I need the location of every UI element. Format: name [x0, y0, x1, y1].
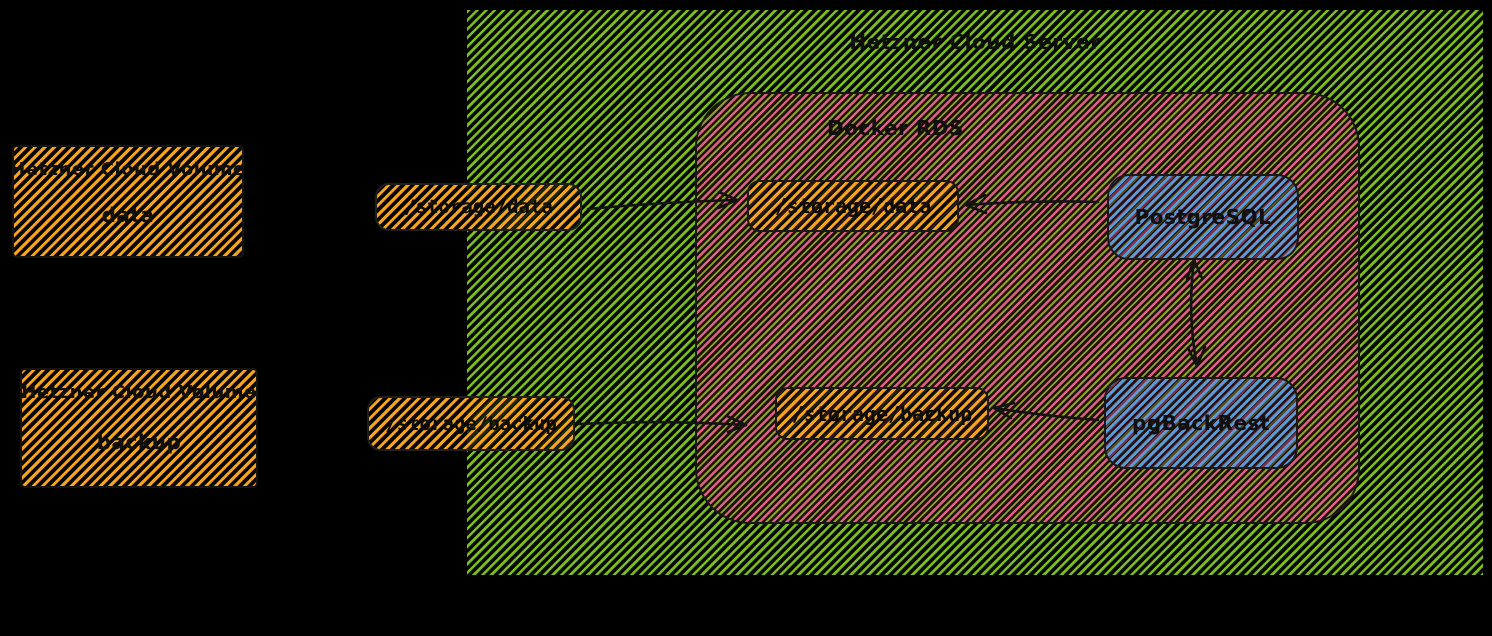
volume-data-node: Hetzner Cloud Volume data — [10, 145, 246, 258]
mount-backup-label-node: /storage/backup — [367, 396, 575, 451]
storage-data-node-label: /storage/data — [774, 194, 932, 218]
postgresql-node: PostgreSQL — [1107, 174, 1299, 260]
server-group-title: Hetzner Cloud Server — [849, 30, 1101, 54]
volume-backup-node: Hetzner Cloud Volume backup — [20, 368, 258, 488]
storage-backup-node-label: /storage/backup — [791, 401, 973, 426]
storage-backup-node: /storage/backup — [775, 387, 989, 440]
mount-backup-label-text: /storage/backup — [385, 412, 557, 435]
volume-backup-name: backup — [96, 429, 182, 454]
pgbackrest-node-label: pgBackRest — [1132, 411, 1270, 435]
pgbackrest-node: pgBackRest — [1104, 377, 1298, 469]
docker-rds-group: Docker RDS /storage/data /storage/backup… — [695, 92, 1360, 524]
mount-data-label-text: /storage/data — [404, 196, 553, 218]
hetzner-cloud-server-group: Hetzner Cloud Server Docker RDS /storage… — [467, 10, 1483, 575]
storage-data-node: /storage/data — [747, 180, 959, 232]
volume-backup-title: Hetzner Cloud Volume — [21, 382, 257, 403]
volume-data-name: data — [101, 203, 155, 227]
volume-data-title: Hetzner Cloud Volume — [10, 159, 246, 180]
mount-data-label-node: /storage/data — [375, 183, 582, 231]
docker-group-title: Docker RDS — [827, 116, 964, 140]
postgresql-node-label: PostgreSQL — [1134, 205, 1272, 229]
